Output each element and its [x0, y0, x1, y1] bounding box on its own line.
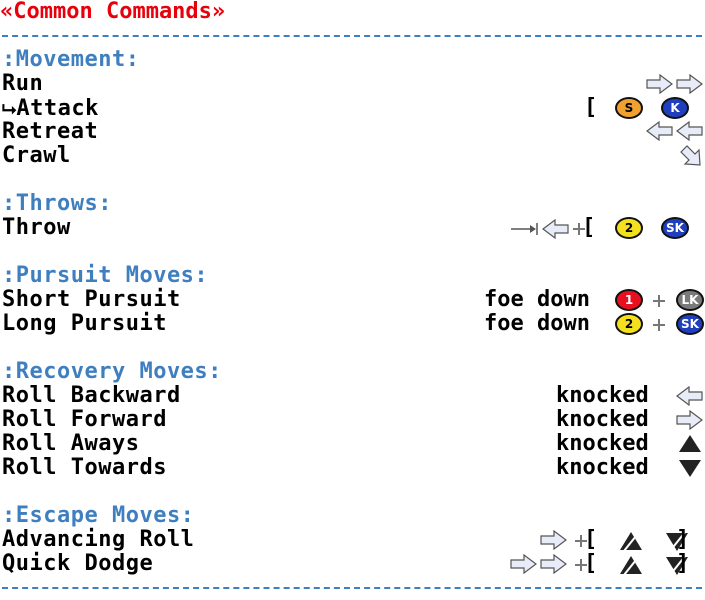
bracket-open: [	[584, 95, 598, 120]
forward-arrow-icon	[540, 530, 567, 550]
two-slash-button-icon: 2	[615, 217, 643, 239]
pursuit-heading: :Pursuit Moves:	[2, 263, 209, 288]
long-pursuit: Long Pursuit	[2, 311, 167, 336]
two-label: 2	[624, 221, 634, 235]
down-triangle-icon	[679, 460, 701, 477]
roll-towards: Roll Towards	[2, 455, 167, 480]
down-forward-icon	[680, 145, 701, 166]
back-back-icon	[646, 121, 703, 141]
page-title: «Common Commands»	[0, 0, 226, 24]
roll-aways: Roll Aways	[2, 431, 140, 456]
tap-back-icon	[511, 219, 569, 239]
up-triangle-icon	[679, 435, 701, 452]
forward-arrow-icon	[676, 410, 703, 430]
forward-forward-icon	[510, 554, 567, 574]
sk-label: SK	[681, 317, 699, 331]
roll-forward-condition: knocked	[556, 407, 649, 432]
lk-button-icon: LK	[676, 289, 704, 311]
advancing-roll: Advancing Roll	[2, 527, 195, 552]
plus-icon	[653, 319, 665, 331]
throws-heading: :Throws:	[2, 191, 112, 216]
move-attack: Attack	[16, 96, 99, 121]
back-arrow-icon	[676, 386, 703, 406]
movement-heading: :Movement:	[2, 47, 140, 72]
bracket-open: [	[582, 215, 596, 240]
one-label: 1	[624, 293, 634, 307]
forward-forward-icon	[646, 74, 703, 94]
long-pursuit-condition: foe down	[484, 311, 590, 336]
return-arrow-icon: ⮡	[2, 99, 17, 120]
sk-button-icon: SK	[661, 217, 689, 239]
lk-label: LK	[681, 293, 699, 307]
s-slash-label: S	[624, 101, 634, 115]
throw-name: Throw	[2, 215, 71, 240]
move-attack-row: ⮡Attack	[2, 96, 99, 121]
roll-towards-condition: knocked	[556, 455, 649, 480]
short-pursuit-condition: foe down	[484, 287, 590, 312]
short-pursuit: Short Pursuit	[2, 287, 181, 312]
move-retreat: Retreat	[2, 119, 99, 144]
one-button-icon: 1	[615, 289, 643, 311]
s-slash-button-icon: S	[615, 97, 643, 119]
up-triangle-slash-icon	[620, 530, 642, 552]
move-crawl: Crawl	[2, 143, 71, 168]
roll-aways-condition: knocked	[556, 431, 649, 456]
roll-backward: Roll Backward	[2, 383, 181, 408]
bottom-divider	[2, 587, 702, 589]
k-label: K	[670, 101, 680, 115]
down-triangle-slash-icon	[666, 554, 688, 576]
escape-heading: :Escape Moves:	[2, 503, 195, 528]
roll-backward-condition: knocked	[556, 383, 649, 408]
two-button-icon: 2	[615, 313, 643, 335]
up-triangle-slash-icon	[620, 554, 642, 576]
sk-label: SK	[666, 221, 684, 235]
plus-icon	[573, 223, 585, 235]
top-divider	[2, 35, 702, 37]
plus-icon	[575, 535, 587, 547]
plus-icon	[653, 295, 665, 307]
bracket-close: ]	[676, 551, 690, 576]
bracket-open: [	[584, 551, 598, 576]
recovery-heading: :Recovery Moves:	[2, 359, 222, 384]
bracket-close: ]	[676, 527, 690, 552]
bracket-open: [	[584, 527, 598, 552]
move-run: Run	[2, 71, 44, 96]
sk-button-icon: SK	[676, 313, 704, 335]
two-label: 2	[624, 317, 634, 331]
quick-dodge: Quick Dodge	[2, 551, 154, 576]
k-button-icon: K	[661, 97, 689, 119]
roll-forward: Roll Forward	[2, 407, 167, 432]
plus-icon	[575, 559, 587, 571]
down-triangle-slash-icon	[666, 530, 688, 552]
